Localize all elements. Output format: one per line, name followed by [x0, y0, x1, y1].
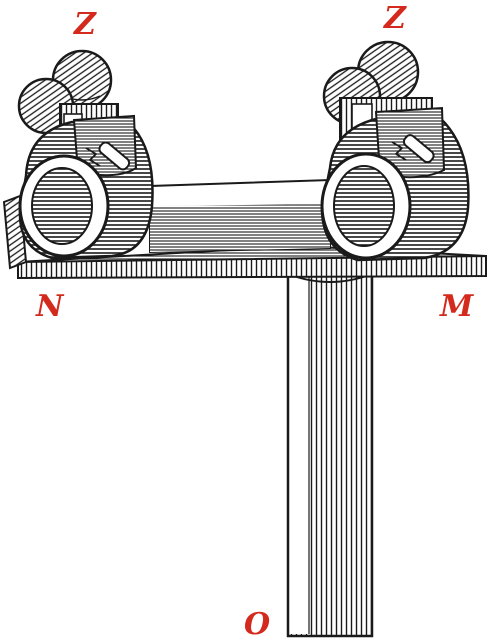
label-z-left: Z [73, 7, 97, 42]
label-o: O [244, 607, 270, 640]
right-screw-icon [391, 134, 435, 164]
label-z-right: Z [383, 1, 407, 36]
label-m: M [439, 289, 474, 324]
left-screw-icon [85, 141, 131, 171]
support-post [286, 272, 374, 638]
right-clamp [320, 40, 470, 262]
left-clamp [17, 49, 154, 260]
platform-plate [2, 178, 487, 280]
label-n: N [35, 289, 65, 324]
